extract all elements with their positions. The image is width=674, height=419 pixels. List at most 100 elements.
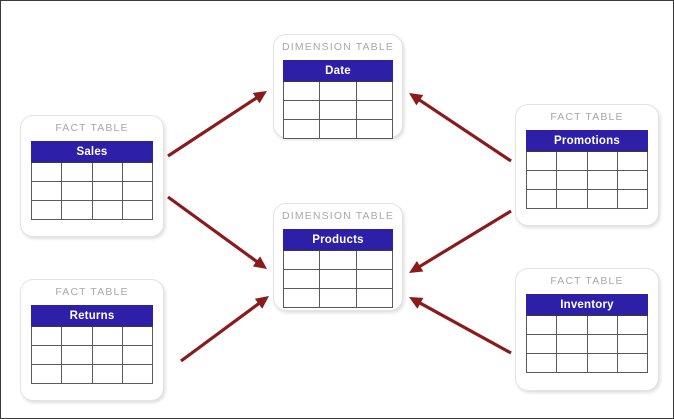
table-cell (319, 118, 357, 139)
table-cell (556, 314, 588, 335)
table-header-row: Inventory (526, 293, 648, 316)
table-name: Date (283, 59, 393, 82)
table-cell (282, 118, 321, 139)
table-cell (319, 268, 357, 289)
table-row (30, 180, 154, 201)
table-grid-inventory: Inventory (525, 293, 649, 373)
table-name: Products (283, 228, 393, 251)
table-cell (91, 344, 123, 365)
table-card-promotions[interactable]: FACT TABLE Promotions (515, 104, 659, 226)
table-cell (525, 188, 558, 209)
table-kind-label: FACT TABLE (55, 286, 129, 298)
arrow-head (254, 296, 269, 309)
table-kind-label: FACT TABLE (550, 111, 624, 123)
table-cell (121, 161, 154, 182)
table-cell (61, 199, 93, 220)
table-row (30, 363, 154, 384)
table-row (282, 118, 394, 139)
table-cell (319, 287, 357, 308)
arrow-head (409, 93, 424, 106)
table-header-row: Date (283, 59, 393, 82)
table-name: Returns (31, 304, 153, 327)
table-grid-date: Date (282, 59, 394, 139)
table-cell (91, 180, 123, 201)
table-cell (121, 325, 154, 346)
table-cell (355, 287, 394, 308)
table-row (525, 188, 649, 209)
table-kind-label: FACT TABLE (55, 122, 129, 134)
arrow-head (409, 260, 424, 273)
arrow-head (409, 297, 424, 309)
table-cell (121, 344, 154, 365)
relationship-arrow-sales-to-date (167, 91, 267, 158)
table-header-row: Sales (31, 140, 153, 163)
table-cell (556, 188, 588, 209)
table-cell (616, 169, 649, 190)
table-cell (616, 150, 649, 171)
table-cell (30, 180, 63, 201)
table-cell (91, 363, 123, 384)
table-row (525, 169, 649, 190)
table-grid-sales: Sales (30, 140, 154, 220)
table-cell (355, 268, 394, 289)
table-cell (30, 325, 63, 346)
table-cell (121, 180, 154, 201)
table-row (30, 199, 154, 220)
table-name: Inventory (526, 293, 648, 316)
table-row (525, 314, 649, 335)
table-grid-products: Products (282, 228, 394, 308)
table-name: Promotions (526, 129, 648, 152)
table-cell (282, 268, 321, 289)
table-cell (586, 169, 618, 190)
table-cell (30, 344, 63, 365)
table-row (30, 344, 154, 365)
table-header-row: Products (283, 228, 393, 251)
table-cell (91, 161, 123, 182)
table-cell (525, 333, 558, 354)
table-card-returns[interactable]: FACT TABLE Returns (20, 279, 164, 401)
table-cell (556, 352, 588, 373)
table-row (30, 161, 154, 182)
table-cell (616, 352, 649, 373)
table-row (282, 268, 394, 289)
table-cell (319, 249, 357, 270)
table-cell (282, 287, 321, 308)
table-cell (586, 314, 618, 335)
table-cell (616, 333, 649, 354)
relationship-arrow-returns-to-products (180, 296, 269, 363)
table-cell (586, 188, 618, 209)
table-card-sales[interactable]: FACT TABLE Sales (20, 115, 164, 237)
table-cell (30, 161, 63, 182)
table-name: Sales (31, 140, 153, 163)
arrow-shaft (416, 300, 512, 355)
table-cell (556, 169, 588, 190)
table-grid-promotions: Promotions (525, 129, 649, 209)
table-cell (616, 188, 649, 209)
arrow-head (252, 256, 267, 269)
relationship-arrow-inventory-to-products (409, 297, 512, 355)
table-cell (61, 180, 93, 201)
table-cell (355, 99, 394, 120)
table-cell (586, 352, 618, 373)
table-row (282, 99, 394, 120)
table-cell (282, 80, 321, 101)
table-row (282, 80, 394, 101)
table-cell (355, 80, 394, 101)
table-cell (61, 344, 93, 365)
table-cell (616, 314, 649, 335)
arrow-head (252, 91, 267, 104)
table-cell (355, 118, 394, 139)
table-cell (525, 314, 558, 335)
table-row (525, 352, 649, 373)
table-cell (525, 169, 558, 190)
table-cell (525, 150, 558, 171)
table-header-row: Returns (31, 304, 153, 327)
arrow-shaft (167, 95, 260, 158)
table-cell (282, 99, 321, 120)
table-cell (556, 333, 588, 354)
table-row (525, 150, 649, 171)
arrow-shaft (167, 195, 260, 265)
